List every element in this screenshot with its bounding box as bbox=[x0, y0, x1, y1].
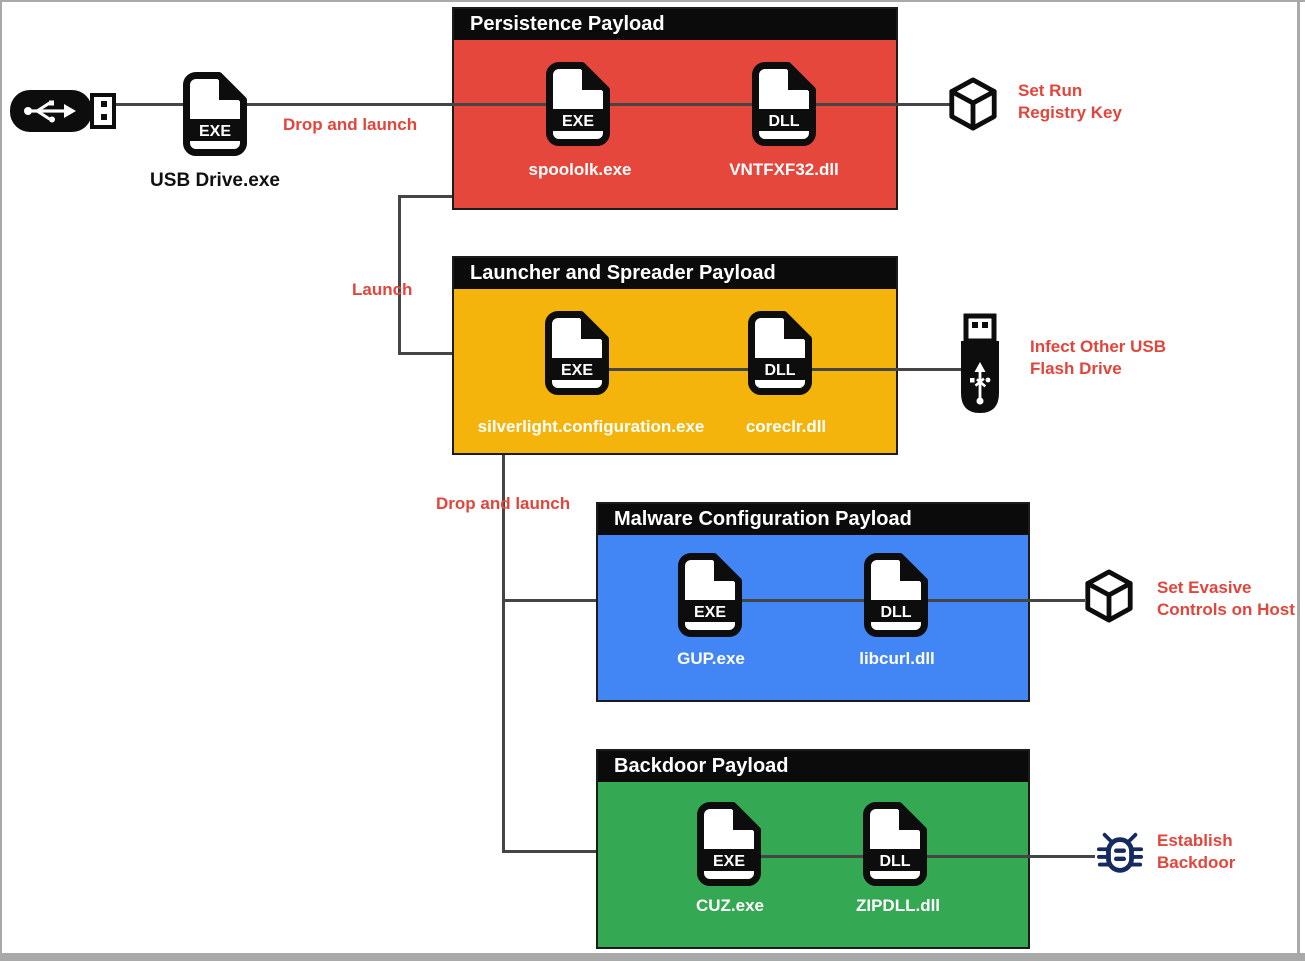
exe-file-icon: EXE bbox=[545, 311, 609, 395]
usb-drive-icon bbox=[10, 90, 116, 132]
dll-badge: DLL bbox=[768, 113, 799, 130]
outcome-line-1: Set Evasive bbox=[1157, 578, 1252, 597]
payload-body bbox=[454, 289, 896, 453]
malware-configuration-payload-box: Malware Configuration Payload bbox=[596, 502, 1030, 702]
dll-file-name: ZIPDLL.dll bbox=[855, 896, 941, 915]
dll-file-icon: DLL bbox=[748, 311, 812, 395]
exe-file-icon: EXE bbox=[697, 802, 761, 886]
dll-badge: DLL bbox=[880, 604, 911, 621]
launcher-spreader-payload-box: Launcher and Spreader Payload bbox=[452, 256, 898, 455]
frame-border-right bbox=[1297, 0, 1300, 961]
outcome-line-2: Backdoor bbox=[1157, 853, 1236, 872]
outcome-label-set-run-registry-key: Set Run Registry Key bbox=[1018, 80, 1122, 124]
connector-drop-to-backdoor bbox=[502, 850, 598, 853]
outcome-label-set-evasive-controls: Set Evasive Controls on Host bbox=[1157, 577, 1295, 621]
backdoor-payload-box: Backdoor Payload bbox=[596, 749, 1030, 949]
connector-launch-vertical bbox=[398, 195, 401, 355]
connector-launch-top bbox=[398, 195, 455, 198]
connector-drop-vertical bbox=[502, 446, 505, 853]
outcome-line-1: Set Run bbox=[1018, 81, 1083, 100]
outcome-line-1: Establish bbox=[1157, 831, 1233, 850]
outcome-line-2: Controls on Host bbox=[1157, 600, 1295, 619]
dll-file-name: coreclr.dll bbox=[745, 417, 827, 436]
outcome-label-infect-other-usb: Infect Other USB Flash Drive bbox=[1030, 336, 1166, 380]
dll-badge: DLL bbox=[764, 362, 795, 379]
exe-badge: EXE bbox=[199, 123, 231, 140]
edge-label-drop-and-launch-2: Drop and launch bbox=[436, 494, 571, 513]
exe-badge: EXE bbox=[561, 362, 593, 379]
outcome-label-establish-backdoor: Establish Backdoor bbox=[1157, 830, 1235, 874]
source-file-label: USB Drive.exe bbox=[150, 170, 280, 191]
connector-usb-to-registry bbox=[112, 103, 950, 106]
payload-title: Launcher and Spreader Payload bbox=[454, 258, 896, 289]
connector-drop-to-config bbox=[502, 599, 598, 602]
outcome-line-1: Infect Other USB bbox=[1030, 337, 1167, 356]
exe-badge: EXE bbox=[694, 604, 726, 621]
edge-label-launch: Launch bbox=[352, 280, 413, 299]
dll-file-icon: DLL bbox=[752, 62, 816, 146]
connector-launch-bottom bbox=[398, 352, 455, 355]
dll-badge: DLL bbox=[879, 853, 910, 870]
exe-file-icon: EXE bbox=[546, 62, 610, 146]
edge-label-drop-and-launch-1: Drop and launch bbox=[283, 115, 418, 134]
payload-body bbox=[598, 535, 1028, 700]
payload-title: Malware Configuration Payload bbox=[598, 504, 1028, 535]
cube-icon bbox=[1085, 569, 1133, 623]
dll-file-name: libcurl.dll bbox=[859, 649, 935, 668]
outcome-line-2: Flash Drive bbox=[1030, 359, 1122, 378]
exe-file-name: spoololk.exe bbox=[528, 160, 632, 179]
dll-file-icon: DLL bbox=[863, 802, 927, 886]
bug-icon bbox=[1096, 832, 1144, 873]
exe-badge: EXE bbox=[562, 113, 594, 130]
frame-border-top bbox=[0, 0, 1305, 2]
frame-border-left bbox=[0, 0, 2, 961]
exe-file-name: silverlight.configuration.exe bbox=[477, 417, 705, 436]
dll-file-name: VNTFXF32.dll bbox=[729, 160, 839, 179]
frame-border-bottom bbox=[0, 953, 1305, 961]
dll-file-icon: DLL bbox=[864, 553, 928, 637]
outcome-line-2: Registry Key bbox=[1018, 103, 1122, 122]
payload-title: Backdoor Payload bbox=[598, 751, 1028, 782]
exe-file-icon: EXE bbox=[678, 553, 742, 637]
payload-body bbox=[598, 782, 1028, 947]
cube-icon bbox=[949, 77, 997, 131]
usb-flash-drive-icon bbox=[961, 313, 999, 413]
payload-body bbox=[454, 40, 896, 208]
exe-badge: EXE bbox=[713, 853, 745, 870]
payload-title: Persistence Payload bbox=[454, 9, 896, 40]
persistence-payload-box: Persistence Payload bbox=[452, 7, 898, 210]
exe-file-name: CUZ.exe bbox=[695, 896, 765, 915]
exe-file-icon: EXE bbox=[183, 72, 247, 156]
exe-file-name: GUP.exe bbox=[677, 649, 745, 668]
